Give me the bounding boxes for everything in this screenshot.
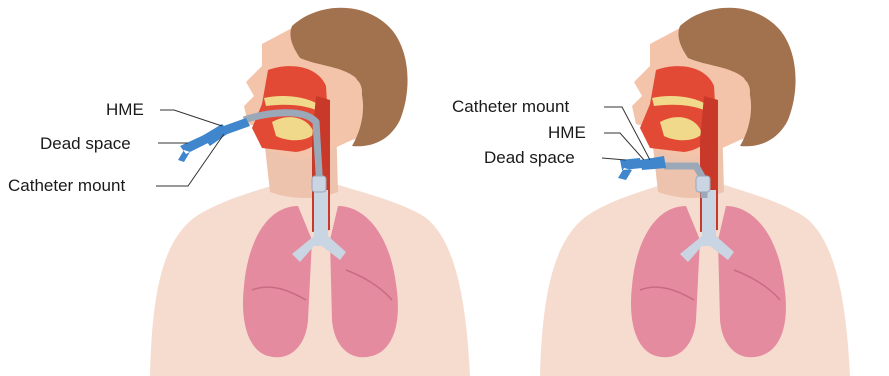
dead-space-piece: [178, 134, 210, 162]
leader-hme: [160, 110, 222, 126]
catheter-mount: [640, 156, 666, 170]
tube-cuff: [312, 176, 326, 192]
label-dead-space: Dead space: [40, 134, 131, 153]
ear: [730, 78, 750, 106]
label-hme: HME: [106, 100, 144, 119]
figure-tracheostomy: Catheter mount HME Dead space: [452, 8, 850, 376]
label-catheter-mount: Catheter mount: [452, 97, 569, 116]
tube-cuff: [696, 176, 710, 192]
label-catheter-mount: Catheter mount: [8, 176, 125, 195]
figure-oral-intubation: HME Dead space Catheter mount: [8, 8, 470, 376]
label-hme: HME: [548, 123, 586, 142]
ear: [342, 78, 362, 106]
leader-dead-space: [602, 158, 626, 160]
label-dead-space: Dead space: [484, 148, 575, 167]
dead-space-piece: [618, 158, 642, 180]
